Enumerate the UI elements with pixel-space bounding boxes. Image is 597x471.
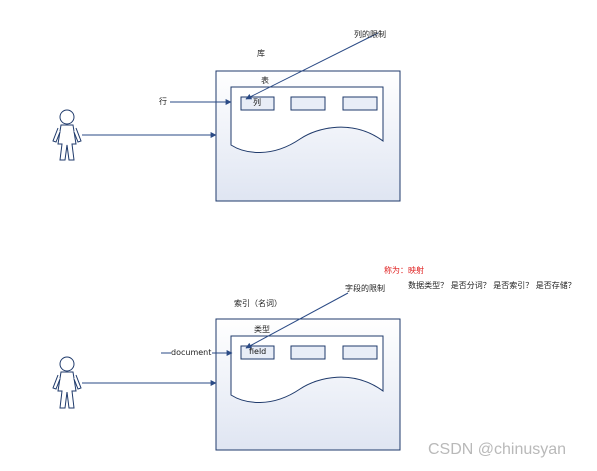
top-diagram bbox=[52, 32, 401, 202]
row-label: 行 bbox=[159, 97, 167, 106]
field-constraint-label: 字段的限制 bbox=[345, 284, 385, 293]
field-label: field bbox=[249, 347, 267, 356]
table-label: 表 bbox=[261, 76, 269, 85]
type-label: 类型 bbox=[254, 325, 270, 334]
index-label: 索引（名词） bbox=[234, 299, 282, 308]
db-label: 库 bbox=[257, 49, 265, 58]
question-note: 数据类型？ 是否分词？ 是否索引？ 是否存储？ bbox=[408, 281, 576, 290]
document-label: document bbox=[171, 348, 212, 357]
constraint-label: 列的限制 bbox=[354, 30, 386, 39]
cell-b2 bbox=[290, 345, 326, 360]
cell-3 bbox=[342, 96, 378, 111]
person-figure-bottom bbox=[52, 356, 82, 409]
cell-b3 bbox=[342, 345, 378, 360]
mapping-label: 称为：映射 bbox=[384, 266, 424, 275]
field-cell bbox=[240, 345, 275, 360]
person-figure bbox=[52, 109, 82, 161]
constraint-arrow bbox=[245, 32, 379, 100]
field-constraint-arrow bbox=[245, 292, 349, 349]
bottom-diagram bbox=[52, 292, 401, 451]
watermark: CSDN @chinusyan bbox=[428, 441, 567, 458]
cell-2 bbox=[290, 96, 326, 111]
column-cell bbox=[240, 96, 275, 111]
column-label: 列 bbox=[253, 98, 261, 107]
